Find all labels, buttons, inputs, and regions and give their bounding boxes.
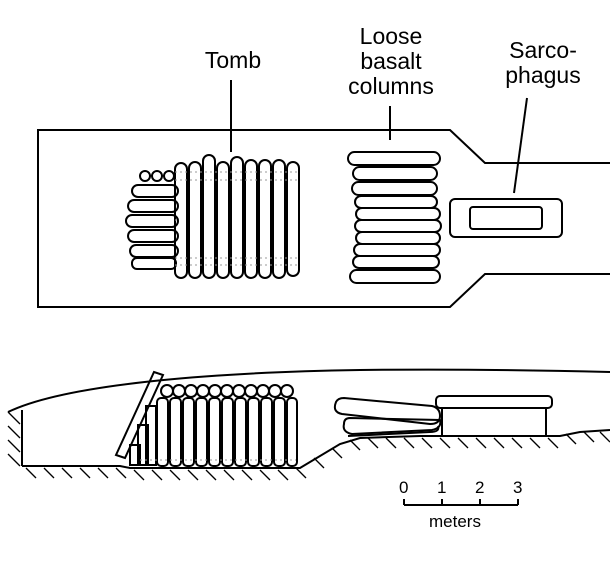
chamber-floor [22, 430, 610, 468]
scale-tick-0: 0 [399, 478, 409, 497]
loose-columns-label-line2: basalt [360, 48, 422, 74]
sarcophagus-label-line1: Sarco- [509, 37, 577, 63]
ground-surface [8, 370, 610, 412]
tomb-plan-fill [175, 172, 300, 265]
plan-view [38, 80, 610, 307]
sarcophagus-plan [450, 199, 562, 237]
loose-columns-label-line3: columns [348, 73, 434, 99]
earth-hatch [8, 412, 610, 480]
scale-bar [404, 499, 518, 505]
sarcophagus-leader [514, 98, 527, 193]
plan-outline [38, 130, 610, 307]
tomb-plan-end-row [126, 171, 178, 269]
scale-tick-2: 2 [475, 478, 485, 497]
loose-columns-label-line1: Loose [359, 23, 423, 49]
sarcophagus-label-line2: phagus [505, 62, 581, 88]
tomb-section-capstones [161, 385, 293, 397]
loose-columns-section [335, 398, 440, 436]
scale-tick-1: 1 [437, 478, 447, 497]
tomb-section-columns [157, 398, 297, 466]
section-view [8, 370, 610, 480]
sarcophagus-section [436, 396, 552, 436]
leaning-slab [116, 372, 163, 458]
scale-tick-3: 3 [513, 478, 523, 497]
sarcophagus-label: Sarco- phagus [488, 38, 598, 88]
loose-columns-label: Loose basalt columns [330, 24, 452, 99]
tomb-label: Tomb [204, 47, 262, 73]
scale-unit: meters [429, 512, 481, 531]
tomb-plan-columns [175, 155, 299, 278]
loose-columns-plan [348, 152, 441, 283]
